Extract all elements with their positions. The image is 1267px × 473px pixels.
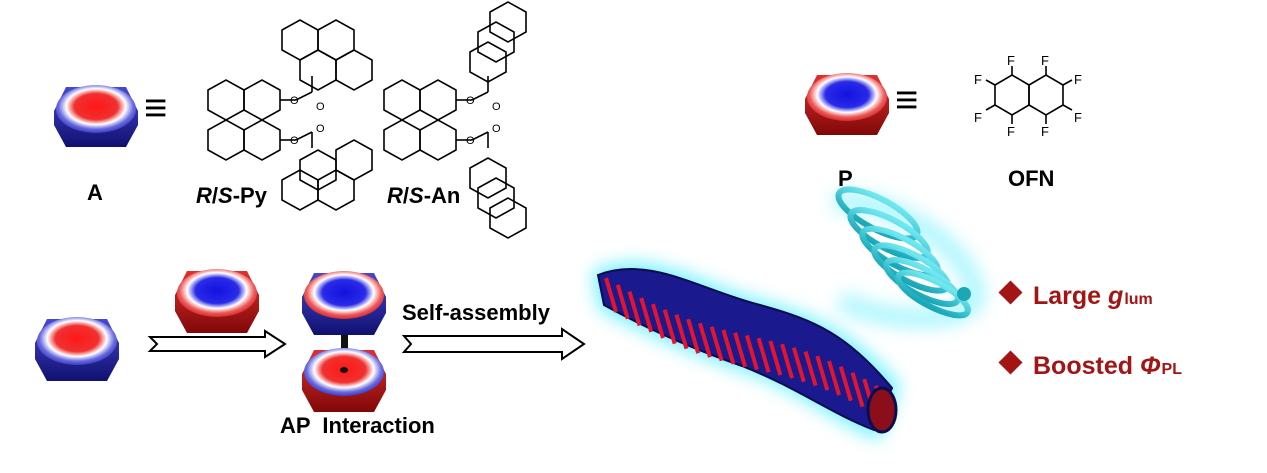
- fiber-stripe: [780, 343, 795, 379]
- molecule-an-structure: [383, 1, 527, 239]
- fiber-stripe: [627, 290, 642, 327]
- fluorine-label: F: [1007, 124, 1015, 139]
- fiber-stripe: [803, 351, 818, 387]
- oxygen-label: O: [290, 95, 299, 107]
- fiber-stripe: [662, 309, 677, 345]
- feature-symbol: Φ: [1139, 352, 1161, 380]
- fiber-stripe: [697, 322, 712, 358]
- fiber-stripe: [756, 337, 771, 373]
- fiber-stripe: [615, 284, 630, 320]
- ap-pair-donor: [302, 348, 386, 412]
- label-an-r: R: [387, 183, 403, 208]
- spring-coil: [883, 256, 961, 308]
- label-ap-interaction: AP Interaction: [280, 413, 435, 438]
- feature-subscript: PL: [1161, 361, 1182, 378]
- molecule-an-oxygen-labels: O O O O: [466, 95, 501, 147]
- equivalence-symbol-p: ≡: [895, 78, 919, 122]
- label-an-s: S: [409, 183, 424, 208]
- label-a: A: [87, 180, 103, 205]
- fiber-stripe: [768, 340, 783, 376]
- fluorine-label: F: [1074, 72, 1082, 87]
- oxygen-label: O: [466, 135, 475, 147]
- fiber-stripe: [850, 372, 865, 408]
- fluorine-label: F: [1007, 53, 1015, 68]
- acceptor-disk-lower: [35, 317, 119, 381]
- fiber-stripe: [709, 326, 724, 362]
- label-self-assembly: Self-assembly: [402, 300, 550, 325]
- feature-symbol: g: [1108, 282, 1124, 310]
- fiber-stripe: [744, 334, 759, 371]
- fluorine-label: F: [1074, 110, 1082, 125]
- fiber-stripe: [733, 332, 748, 368]
- fiber-stripe: [838, 366, 853, 402]
- arrow-complexation: [147, 329, 287, 359]
- molecule-py-structure: [207, 19, 373, 211]
- oxygen-label: O: [316, 123, 325, 135]
- ap-pair-acceptor: [302, 271, 386, 335]
- fluorine-label: F: [974, 72, 982, 87]
- helical-spring: [830, 186, 985, 328]
- label-p: P: [838, 166, 853, 191]
- feature-text: Boosted: [1033, 352, 1140, 380]
- diamond-bullet-icon: [998, 350, 1023, 375]
- arrow-self-assembly: [401, 327, 586, 361]
- label-py: R/S-Py: [196, 183, 267, 208]
- fluorine-label: F: [1041, 53, 1049, 68]
- label-an-suffix: -An: [423, 183, 461, 208]
- acceptor-disk-A: [54, 85, 138, 147]
- label-ofn: OFN: [1008, 166, 1055, 191]
- fiber-stripe: [815, 355, 830, 391]
- feature-subscript: lum: [1124, 291, 1153, 308]
- ap-connector: [341, 318, 348, 370]
- equivalence-symbol-a: ≡: [144, 86, 168, 130]
- oxygen-label: O: [466, 95, 475, 107]
- fiber-stripe: [791, 347, 806, 383]
- label-py-suffix: -Py: [232, 183, 267, 208]
- fiber-stripe: [827, 360, 841, 396]
- fiber-stripe: [639, 297, 654, 333]
- diamond-bullet-icon: [998, 280, 1023, 305]
- oxygen-label: O: [316, 101, 325, 113]
- label-an: R/S-An: [387, 183, 461, 208]
- fiber-stripe: [651, 303, 665, 339]
- fluorine-label: F: [1041, 124, 1049, 139]
- molecule-ofn-structure: [985, 66, 1073, 124]
- feature-text: Large: [1033, 282, 1109, 310]
- ofn-fluorine-labels: F F F F F F F F: [974, 53, 1082, 139]
- label-py-s: S: [218, 183, 233, 208]
- molecule-py-oxygen-labels: O O O O: [290, 95, 325, 147]
- donor-disk-P: [805, 73, 889, 135]
- fiber-stripe: [686, 318, 701, 354]
- fiber-stripe: [674, 314, 689, 350]
- donor-disk-incoming: [175, 269, 259, 333]
- helical-assembly: [592, 262, 900, 440]
- fiber-stripe: [604, 277, 618, 313]
- oxygen-label: O: [492, 123, 501, 135]
- oxygen-label: O: [290, 135, 299, 147]
- fiber-stripe: [721, 329, 736, 365]
- label-py-r: R: [196, 183, 212, 208]
- fluorine-label: F: [974, 110, 982, 125]
- oxygen-label: O: [492, 101, 501, 113]
- spring-coil: [895, 269, 971, 319]
